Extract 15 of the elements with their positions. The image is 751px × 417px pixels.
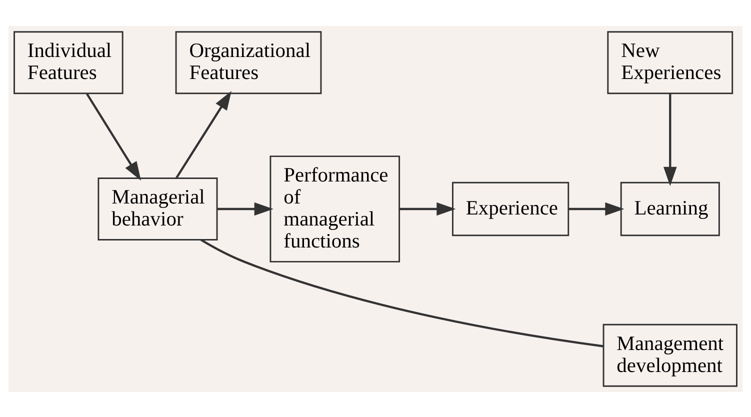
arrow (568, 202, 624, 216)
node-box: Individual Features (14, 30, 124, 94)
connector (200, 238, 604, 347)
arrow (399, 202, 456, 216)
node-box: New Experiences (607, 30, 734, 94)
arrow (86, 92, 142, 180)
node-box: Managerial behavior (98, 177, 218, 240)
arrow (663, 93, 677, 186)
node-box: Experience (452, 181, 570, 236)
node-box: Learning (620, 181, 720, 236)
arrow (176, 90, 232, 178)
arrow (217, 202, 274, 216)
node-box: Organizational Features (175, 30, 322, 94)
node-box: Performance of managerial functions (270, 155, 400, 262)
node-box: Management development (602, 323, 738, 386)
